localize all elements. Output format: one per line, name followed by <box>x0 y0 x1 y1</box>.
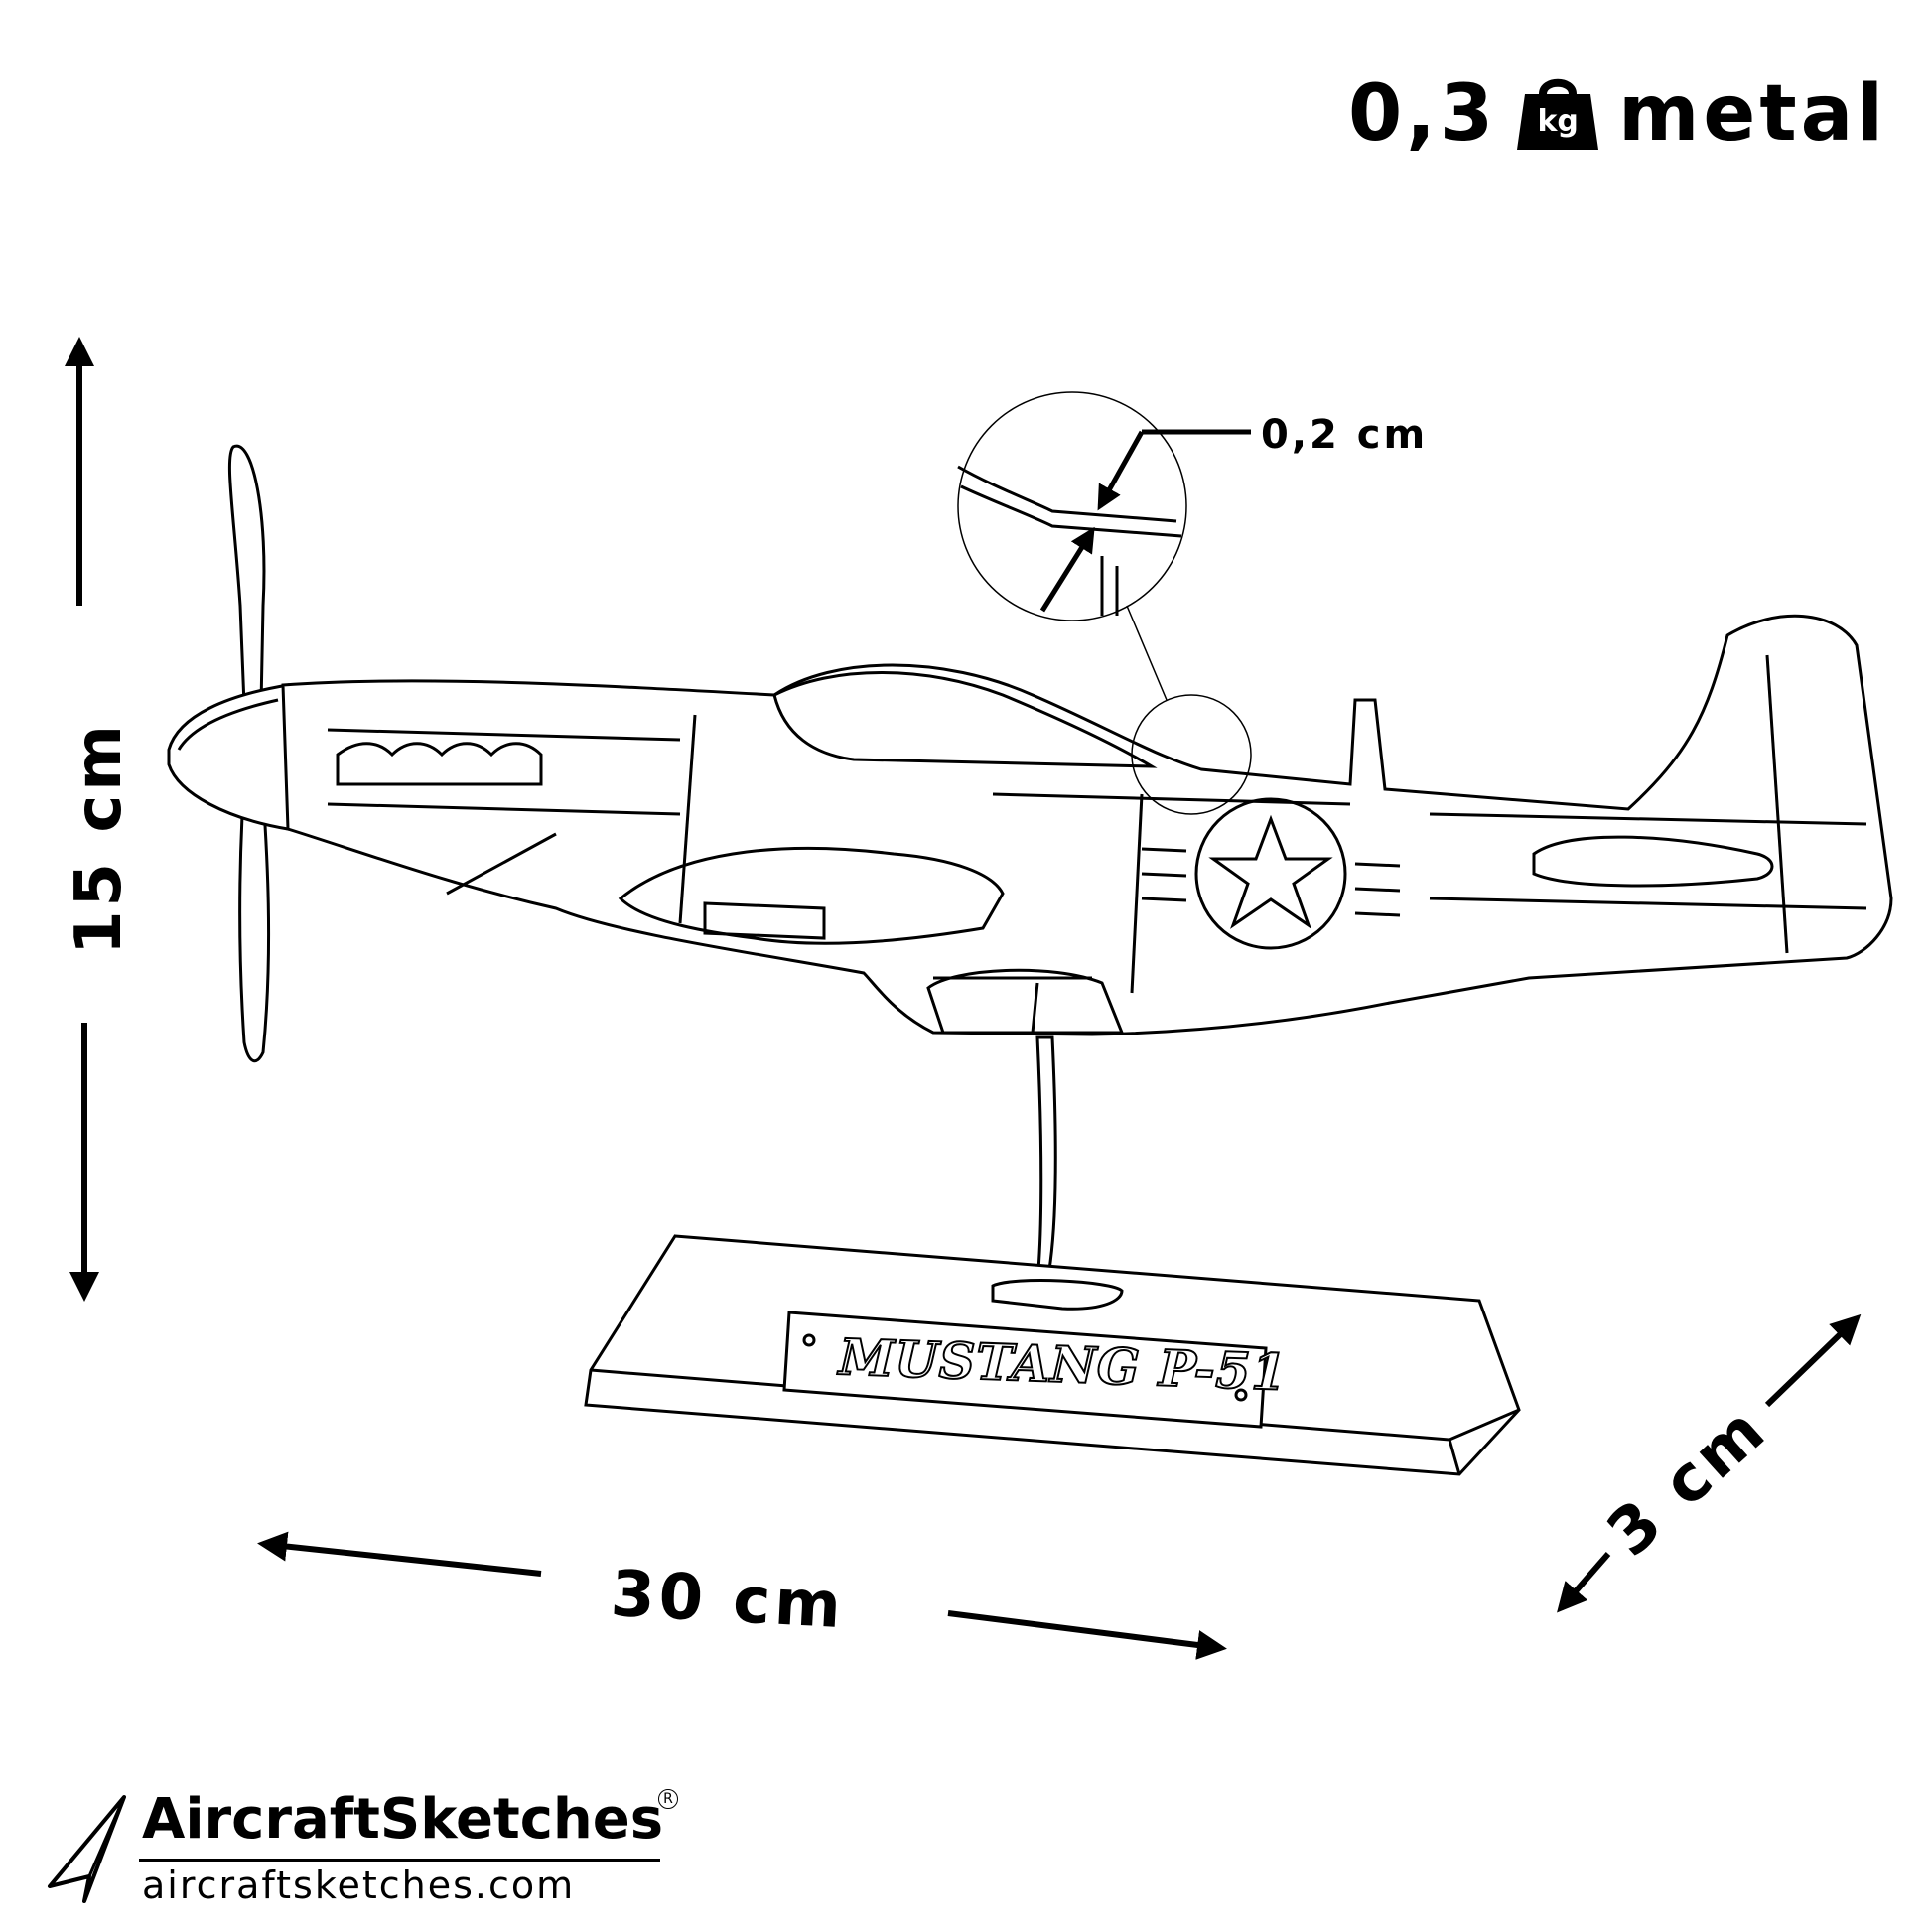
weight-bag-icon: kg <box>1515 74 1600 154</box>
width-label: 30 cm <box>609 1557 847 1644</box>
registered-mark: R <box>658 1789 678 1809</box>
depth-dimension-arrow <box>1557 1313 1862 1613</box>
paper-plane-icon <box>48 1795 126 1903</box>
height-label: 15 cm <box>63 721 136 955</box>
thickness-label: 0,2 cm <box>1261 412 1429 458</box>
width-dimension-arrow <box>257 1531 1227 1660</box>
weight-value: 0,3 <box>1347 69 1498 159</box>
brand-name: AircraftSketches <box>142 1787 664 1852</box>
weight-unit-label: kg <box>1537 104 1579 139</box>
brand-url: aircraftsketches.com <box>142 1863 576 1907</box>
thickness-detail-callout <box>957 391 1252 815</box>
weight-spec: 0,3 kg metal <box>1348 74 1887 154</box>
airplane-model <box>167 444 1893 1063</box>
display-stand <box>584 1035 1521 1476</box>
material-label: metal <box>1618 69 1887 159</box>
height-dimension-arrow <box>65 337 99 1302</box>
brand-divider <box>139 1859 660 1862</box>
